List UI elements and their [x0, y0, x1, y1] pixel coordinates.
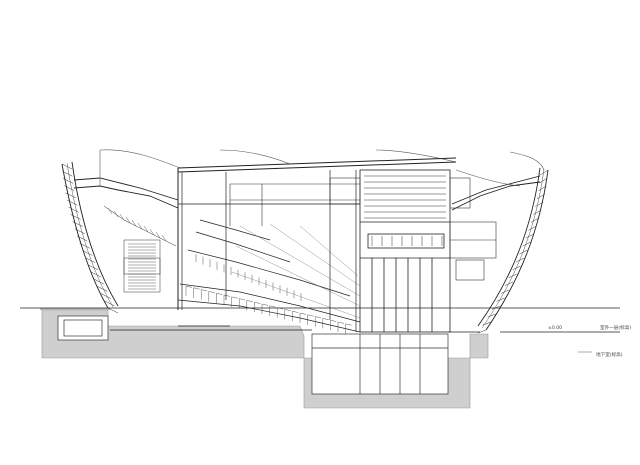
- right-shell-truss: [451, 167, 549, 331]
- left-shell-lattice: [61, 163, 119, 314]
- structural-columns: [181, 170, 357, 332]
- floor-slabs: [110, 203, 480, 333]
- roof-petals: [99, 149, 545, 187]
- basement-pit: [311, 333, 449, 395]
- stage-tower-grid: [364, 175, 446, 246]
- auditorium-rake: [177, 219, 361, 333]
- annotations: ±0.00 室外一层(标高) 地下室(标高): [548, 324, 631, 358]
- sightlines: [231, 223, 361, 319]
- left-stair-hatch: [107, 207, 167, 290]
- upper-plant-room: [229, 177, 471, 226]
- left-vault: [57, 315, 109, 341]
- ground-level-note: ±0.00: [548, 325, 562, 331]
- main-roof: [177, 157, 457, 310]
- stage-tower: [359, 169, 451, 333]
- right-shell-lattice: [477, 169, 549, 334]
- left-stair-block: [103, 205, 177, 293]
- auditorium-steps: [185, 254, 352, 334]
- left-shell-truss: [61, 161, 179, 309]
- ground-line: [20, 307, 620, 333]
- right-label-1: 室外一层(标高): [600, 324, 631, 331]
- right-label-2: 地下室(标高): [596, 351, 623, 358]
- right-wing: [449, 221, 497, 281]
